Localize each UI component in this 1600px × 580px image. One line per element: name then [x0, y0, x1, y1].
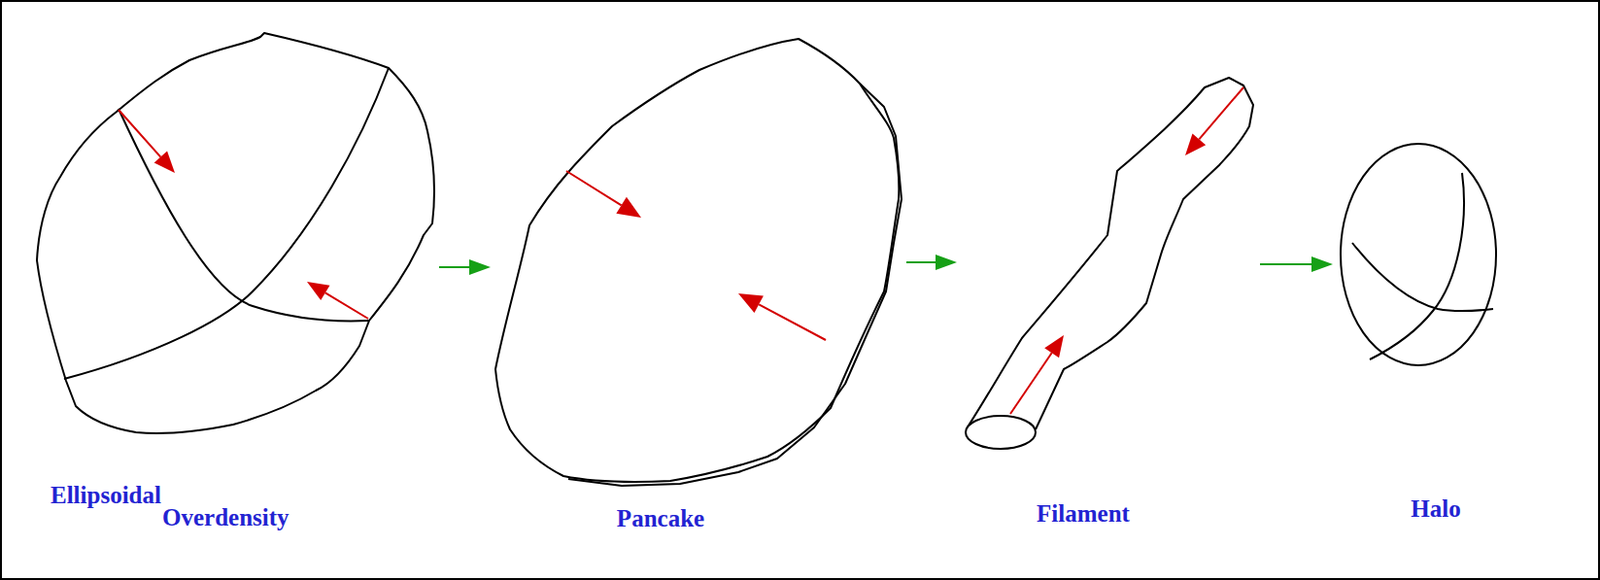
stage-arrow: [439, 259, 491, 275]
stage-arrow: [1259, 256, 1333, 273]
ellipsoid-shape: [29, 27, 440, 537]
halo-shape: [1332, 136, 1508, 537]
filament-shape: [956, 69, 1260, 537]
stage-node: Ellipsoidal Overdensity: [29, 27, 440, 537]
stage-arrow: [906, 254, 957, 271]
stage-node: Halo: [1332, 136, 1508, 537]
stage-label: Ellipsoidal Overdensity: [50, 483, 221, 529]
stage-label: Filament: [1036, 502, 1130, 525]
stage-label: Pancake: [616, 507, 705, 530]
stage-node: Filament: [956, 69, 1260, 537]
pancake-shape: [490, 34, 907, 537]
stage-node: Pancake: [490, 34, 907, 537]
stage-label: Halo: [1410, 497, 1461, 520]
